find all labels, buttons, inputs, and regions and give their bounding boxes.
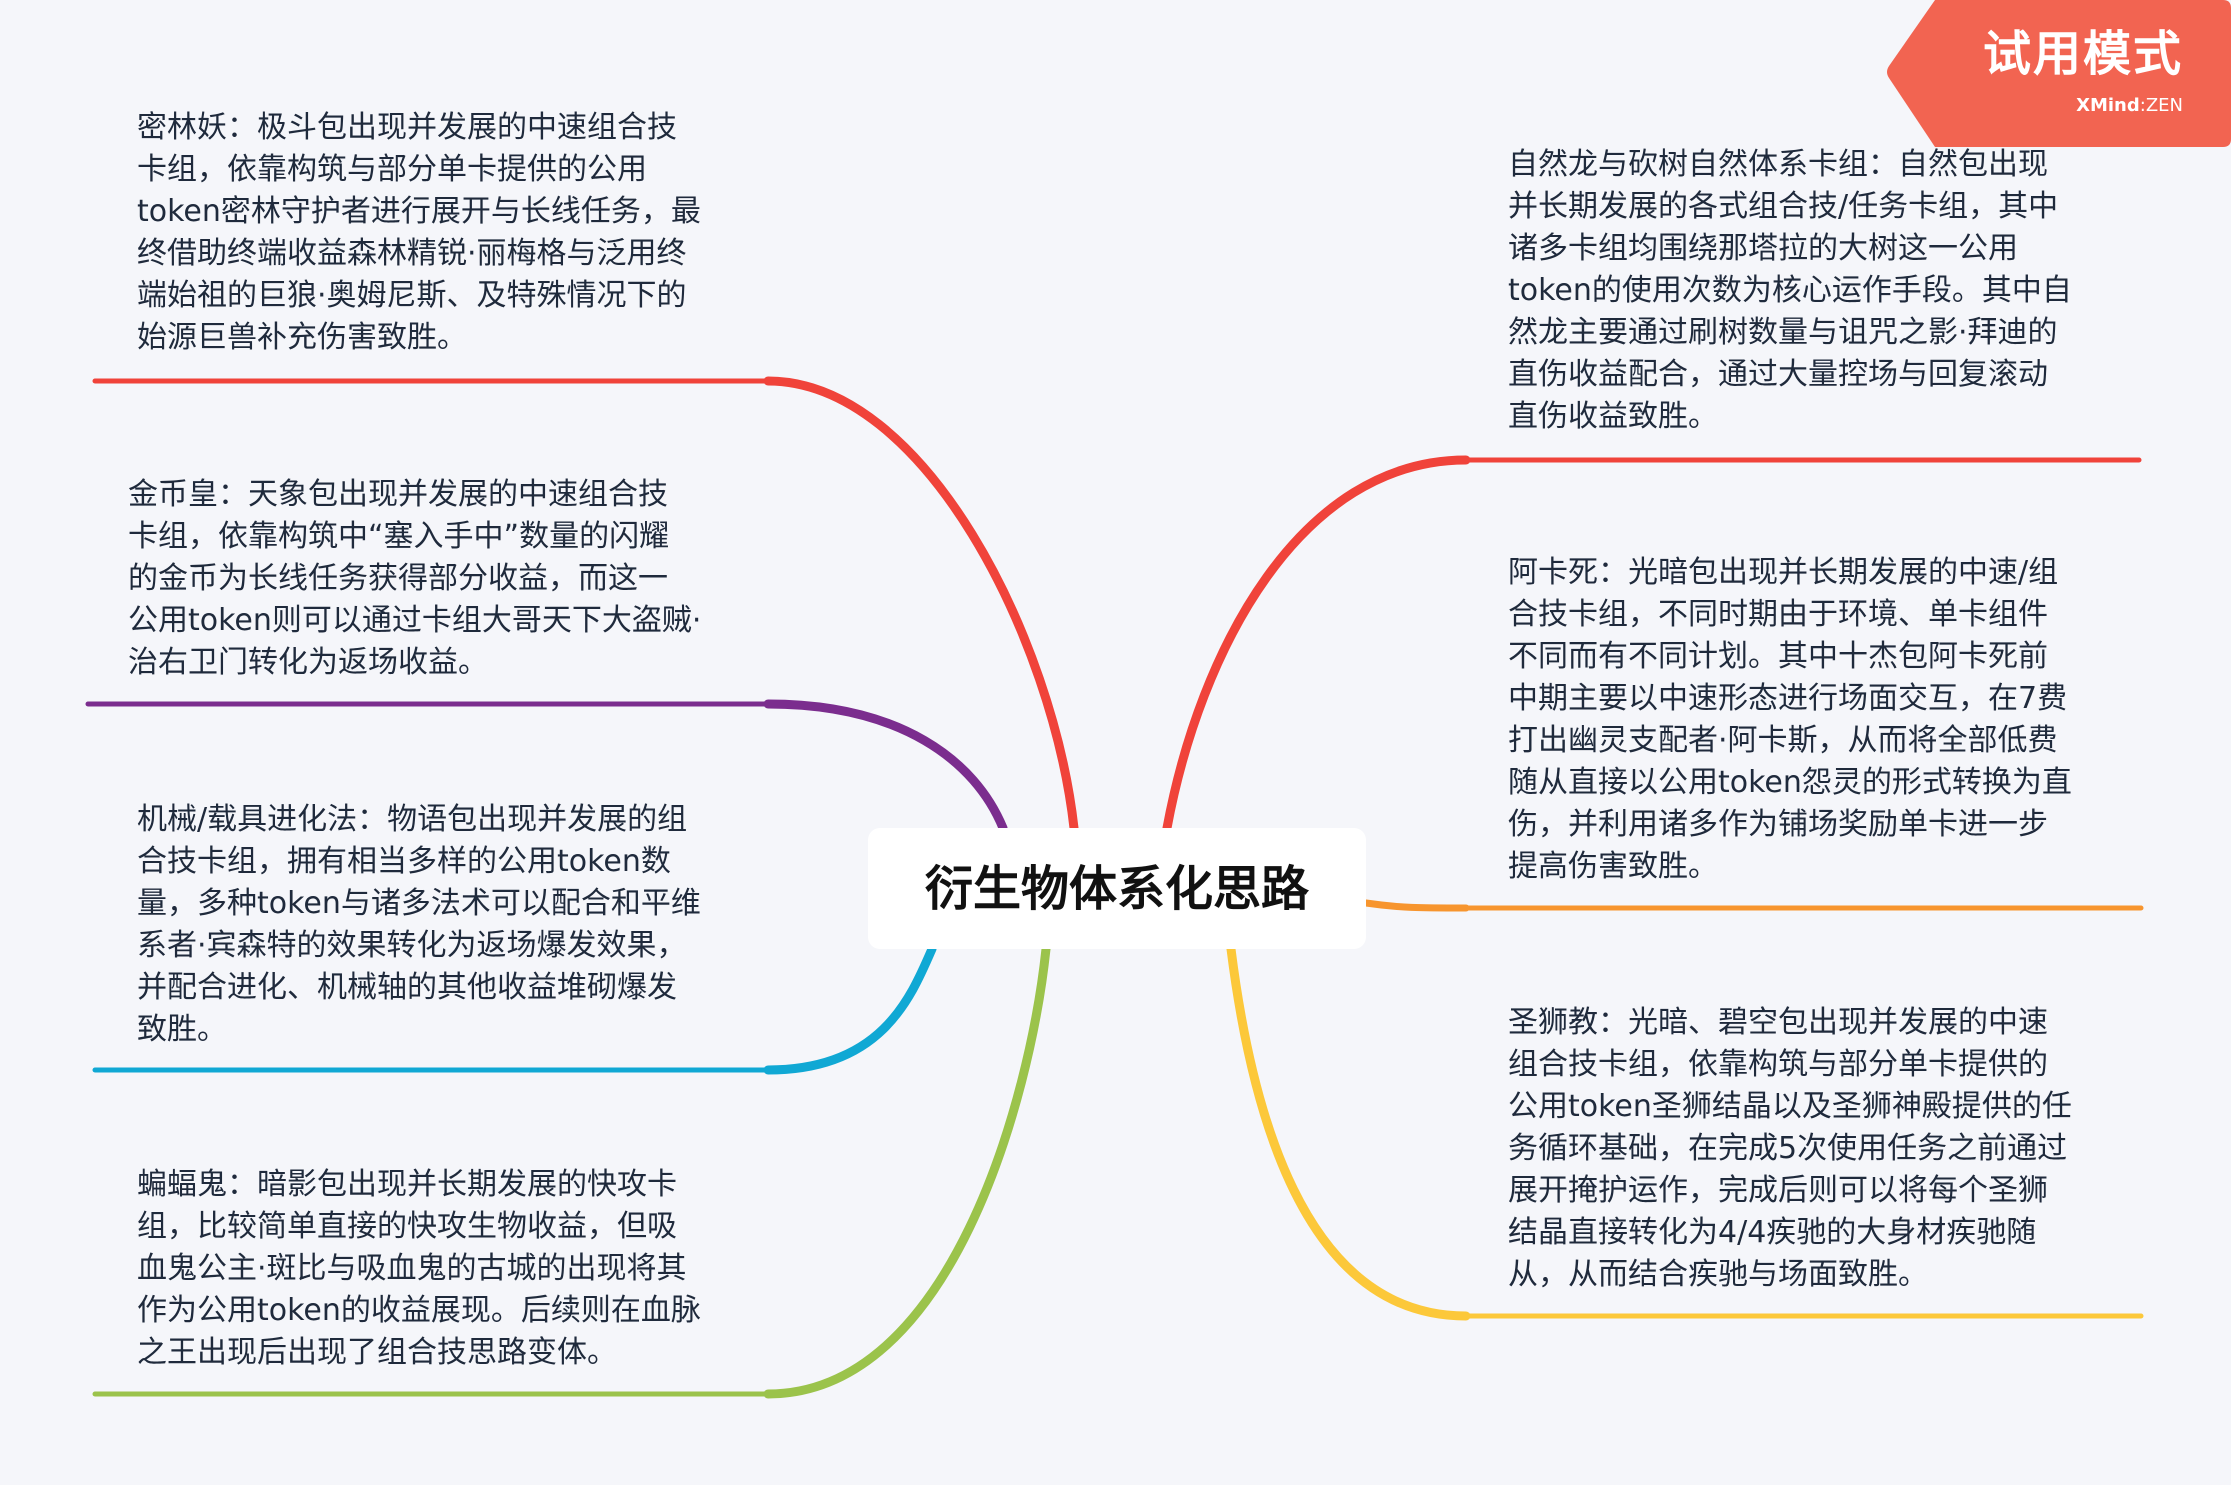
topic-shengshijiao[interactable]: 圣狮教：光暗、碧空包出现并发展的中速组合技卡组，依靠构筑与部分单卡提供的公用to… (1508, 1002, 2072, 1296)
topic-text-line: 合技卡组，不同时期由于环境、单卡组件 (1508, 597, 2048, 632)
topic-text-line: 不同而有不同计划。其中十杰包阿卡死前 (1508, 639, 2048, 674)
topic-text-line: 公用token圣狮结晶以及圣狮神殿提供的任 (1508, 1089, 2072, 1124)
topic-text-line: 量，多种token与诸多法术可以配合和平维 (137, 886, 701, 921)
topic-text-line: 血鬼公主·斑比与吸血鬼的古城的出现将其 (137, 1251, 687, 1286)
topic-text-line: 并配合进化、机械轴的其他收益堆砌爆发 (137, 970, 677, 1005)
topic-milinyao[interactable]: 密林妖：极斗包出现并发展的中速组合技卡组，依靠构筑与部分单卡提供的公用 token… (137, 107, 701, 359)
topic-text-line: 卡组，依靠构筑中“塞入手中”数量的闪耀 (128, 519, 670, 554)
branch-curve-milinyao (763, 376, 1079, 833)
topic-text-line: 公用token则可以通过卡组大哥天下大盗贼· (128, 603, 702, 638)
topic-text-line: 中期主要以中速形态进行场面交互，在7费 (1508, 681, 2068, 716)
topic-text-line: 提高伤害致胜。 (1508, 849, 1718, 884)
topic-jixie[interactable]: 机械/载具进化法：物语包出现并发展的组合技卡组，拥有相当多样的公用token数量… (137, 799, 701, 1051)
badge-shape (1887, 0, 2231, 147)
brand-name: XMind (2076, 95, 2140, 116)
topic-text-line: 治右卫门转化为返场收益。 (128, 645, 488, 680)
topic-text-line: token的使用次数为核心运作手段。其中自 (1508, 273, 2072, 308)
edition-name: :ZEN (2139, 95, 2183, 116)
branch-curve-shengshijiao (1226, 944, 1471, 1321)
topic-text-line: 直伤收益致胜。 (1508, 399, 1718, 434)
topic-text-line: 随从直接以公用token怨灵的形式转换为直 (1508, 765, 2072, 800)
topic-text-line: 端始祖的巨狼·奥姆尼斯、及特殊情况下的 (137, 278, 687, 313)
topic-text-line: 之王出现后出现了组合技思路变体。 (137, 1335, 617, 1370)
topic-ziranlong[interactable]: 自然龙与砍树自然体系卡组：自然包出现并长期发展的各式组合技/任务卡组，其中诸多卡… (1508, 144, 2072, 438)
trial-mode-badge[interactable]: 试用模式 XMind:ZEN (1885, 0, 2231, 147)
topic-text-line: 系者·宾森特的效果转化为返场爆发效果， (137, 928, 687, 963)
topic-text-line: 的金币为长线任务获得部分收益，而这一 (128, 561, 668, 596)
topic-bianfugui[interactable]: 蝙蝠鬼：暗影包出现并长期发展的快攻卡组，比较简单直接的快攻生物收益，但吸血鬼公主… (137, 1164, 701, 1374)
branch-curve-jinbihuang (763, 699, 1008, 833)
topic-text-line: 组合技卡组，依靠构筑与部分单卡提供的 (1508, 1047, 2048, 1082)
central-topic[interactable]: 衍生物体系化思路 (868, 828, 1366, 949)
topic-text-line: 阿卡死：光暗包出现并长期发展的中速/组 (1508, 555, 2059, 590)
topic-text-line: 诸多卡组均围绕那塔拉的大树这一公用 (1508, 231, 2018, 266)
xmind-logo: XMind:ZEN (2076, 94, 2183, 118)
topic-text-line: 合技卡组，拥有相当多样的公用token数 (137, 844, 671, 879)
branch-curve-bianfugui (763, 944, 1051, 1399)
topic-text-line: 终借助终端收益森林精锐·丽梅格与泛用终 (137, 236, 687, 271)
branch-curve-ziranlong (1162, 455, 1471, 833)
topic-akasi[interactable]: 阿卡死：光暗包出现并长期发展的中速/组合技卡组，不同时期由于环境、单卡组件不同而… (1508, 552, 2072, 888)
topic-text-line: 组，比较简单直接的快攻生物收益，但吸 (137, 1209, 677, 1244)
topic-text-line: 金币皇：天象包出现并发展的中速组合技 (128, 477, 668, 512)
topic-text-line: 直伤收益配合，通过大量控场与回复滚动 (1508, 357, 2048, 392)
topic-text-line: 机械/载具进化法：物语包出现并发展的组 (137, 802, 688, 837)
topic-text-line: 卡组，依靠构筑与部分单卡提供的公用 (137, 152, 647, 187)
topic-text-line: 蝙蝠鬼：暗影包出现并长期发展的快攻卡 (137, 1167, 677, 1202)
topic-text-line: token密林守护者进行展开与长线任务，最 (137, 194, 701, 229)
topic-text-line: 从，从而结合疾驰与场面致胜。 (1508, 1257, 1928, 1292)
topic-text-line: 致胜。 (137, 1012, 227, 1047)
topic-text-line: 自然龙与砍树自然体系卡组：自然包出现 (1508, 147, 2048, 182)
branch-curve-jixie (763, 944, 937, 1075)
topic-text-line: 密林妖：极斗包出现并发展的中速组合技 (137, 110, 677, 145)
topic-text-line: 展开掩护运作，完成后则可以将每个圣狮 (1508, 1173, 2048, 1208)
topic-text-line: 并长期发展的各式组合技/任务卡组，其中 (1508, 189, 2059, 224)
topic-jinbihuang[interactable]: 金币皇：天象包出现并发展的中速组合技卡组，依靠构筑中“塞入手中”数量的闪耀的金币… (128, 474, 701, 684)
topic-text-line: 务循环基础，在完成5次使用任务之前通过 (1508, 1131, 2068, 1166)
topic-text-line: 作为公用token的收益展现。后续则在血脉 (137, 1293, 701, 1328)
topic-text-line: 伤，并利用诸多作为铺场奖励单卡进一步 (1508, 807, 2048, 842)
topic-text-line: 圣狮教：光暗、碧空包出现并发展的中速 (1508, 1005, 2048, 1040)
topic-text-line: 打出幽灵支配者·阿卡斯，从而将全部低费 (1508, 723, 2058, 758)
branch-curve-akasi (1362, 899, 1470, 912)
badge-title: 试用模式 (1982, 26, 2183, 82)
topic-text-line: 然龙主要通过刷树数量与诅咒之影·拜迪的 (1508, 315, 2058, 350)
topic-text-line: 结晶直接转化为4/4疾驰的大身材疾驰随 (1508, 1215, 2037, 1250)
topic-text-line: 始源巨兽补充伤害致胜。 (137, 320, 467, 355)
